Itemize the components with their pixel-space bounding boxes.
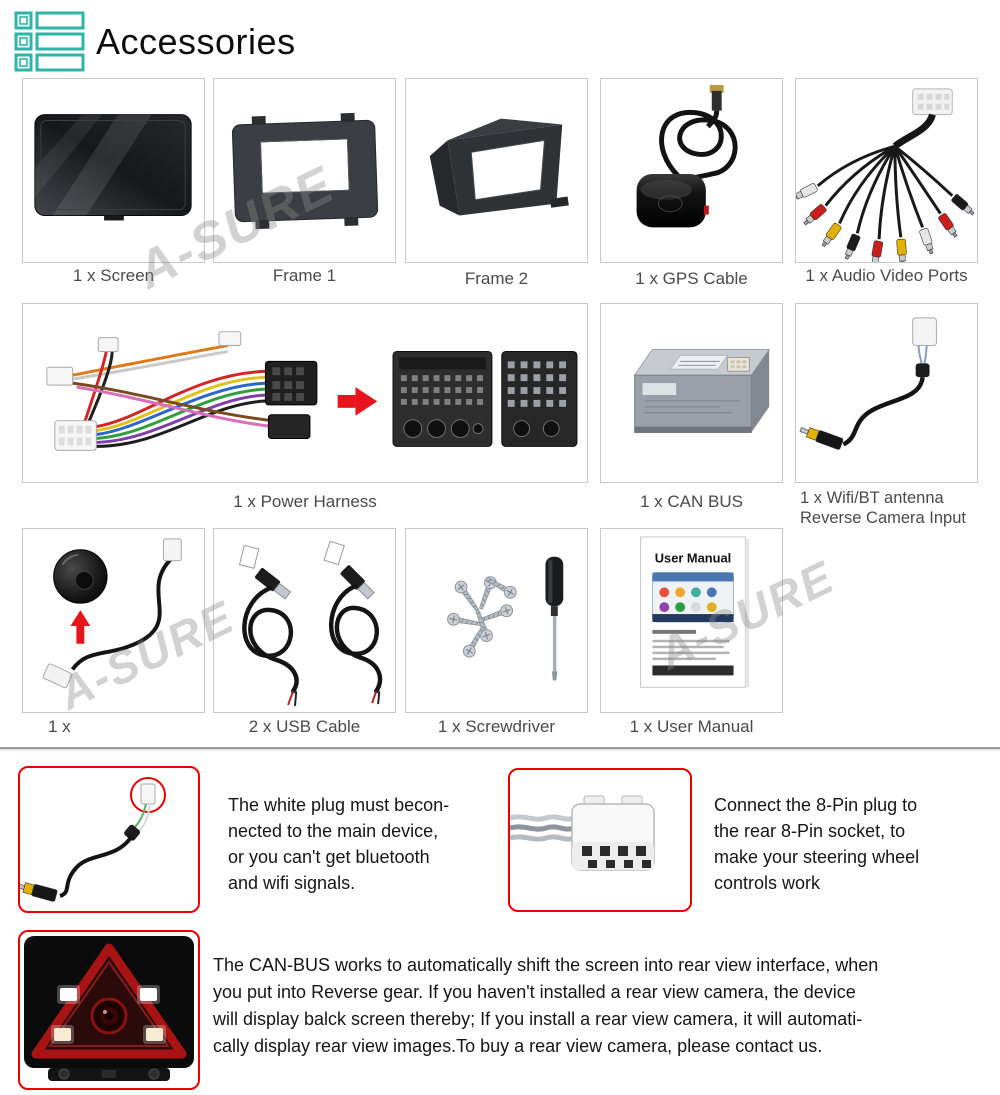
- camera-note-image-box: [18, 930, 200, 1090]
- note-line: controls work: [714, 873, 821, 893]
- manual-title-text: User Manual: [655, 551, 731, 566]
- caption-power-harness: 1 x Power Harness: [233, 492, 377, 511]
- note-line: Connect the 8-Pin plug to: [714, 795, 918, 815]
- note-line: nected to the main device,: [228, 821, 439, 841]
- page-header: Accessories: [14, 10, 296, 74]
- caption-gps: 1 x GPS Cable: [635, 269, 748, 288]
- note-line: make your steering wheel: [714, 847, 920, 867]
- red-arrow-icon: [337, 387, 378, 416]
- mic-box: [22, 528, 205, 713]
- av-ports-box: [795, 78, 978, 263]
- screen-image: [34, 114, 192, 221]
- canbus-image: [633, 348, 771, 434]
- gps-cable-image: [636, 84, 738, 228]
- eight-pin-plug-image: [510, 795, 655, 871]
- power-harness-box: [22, 303, 588, 483]
- caption-av-ports: 1 x Audio Video Ports: [805, 266, 968, 285]
- list-icon: [14, 11, 85, 72]
- note-line: the rear 8-Pin socket, to: [714, 821, 906, 841]
- note-line: The white plug must becon-: [228, 795, 450, 815]
- frame1-box: [213, 78, 396, 263]
- page-title: Accessories: [96, 21, 296, 62]
- gps-box: [600, 78, 783, 263]
- caption-manual: 1 x User Manual: [629, 717, 754, 736]
- user-manual-image: User Manual: [640, 536, 750, 688]
- white-plug-note-image-box: [18, 766, 200, 913]
- eight-pin-note-text: Connect the 8-Pin plug to the rear 8-Pin…: [714, 792, 989, 896]
- red-arrow-up-icon: [70, 610, 91, 644]
- note-line: and wifi signals.: [228, 873, 356, 893]
- canbus-note-text: The CAN-BUS works to automatically shift…: [213, 952, 993, 1060]
- caption-screwdriver: 1 x Screwdriver: [437, 717, 556, 736]
- eight-pin-note-image-box: [508, 768, 692, 912]
- screen-box: [22, 78, 205, 263]
- caption-wifi-bt-line1: 1 x Wifi/BT antenna: [800, 489, 944, 507]
- note-line: The CAN-BUS works to automatically shift…: [213, 955, 879, 975]
- caption-usb: 2 x USB Cable: [248, 717, 361, 736]
- screwdriver-box: [405, 528, 588, 713]
- power-harness-image: [46, 331, 578, 451]
- caption-frame1: Frame 1: [272, 266, 337, 285]
- wifi-bt-antenna-image: [799, 317, 937, 450]
- usb-cables-image: [238, 540, 383, 707]
- canbus-box: [600, 303, 783, 483]
- wifi-bt-box: [795, 303, 978, 483]
- frame1-image: [231, 112, 379, 230]
- usb-box: [213, 528, 396, 713]
- section-divider: [0, 747, 1000, 752]
- note-line: or you can't get bluetooth: [228, 847, 430, 867]
- rear-camera-image: [24, 936, 194, 1081]
- caption-wifi-bt: 1 x Wifi/BT antenna Reverse Camera Input: [800, 488, 986, 528]
- caption-canbus: 1 x CAN BUS: [640, 492, 743, 511]
- manual-box: User Manual: [600, 528, 783, 713]
- caption-screen: 1 x Screen: [72, 266, 155, 285]
- caption-frame2: Frame 2: [464, 269, 529, 288]
- note-line: will display balck screen thereby; If yo…: [213, 1009, 863, 1029]
- frame2-image: [429, 118, 569, 216]
- frame2-box: [405, 78, 588, 263]
- screws-screwdriver-image: [446, 556, 564, 681]
- mic-cable-image: [42, 538, 182, 689]
- white-plug-note-text: The white plug must becon- nected to the…: [228, 792, 503, 896]
- note-line: you put into Reverse gear. If you haven'…: [213, 982, 856, 1002]
- note-line: cally display rear view images.To buy a …: [213, 1036, 823, 1056]
- av-ports-image: [796, 88, 975, 262]
- caption-mic: 1 x: [48, 717, 71, 736]
- white-plug-cable-image: [20, 777, 166, 902]
- caption-wifi-bt-line2: Reverse Camera Input: [800, 509, 966, 527]
